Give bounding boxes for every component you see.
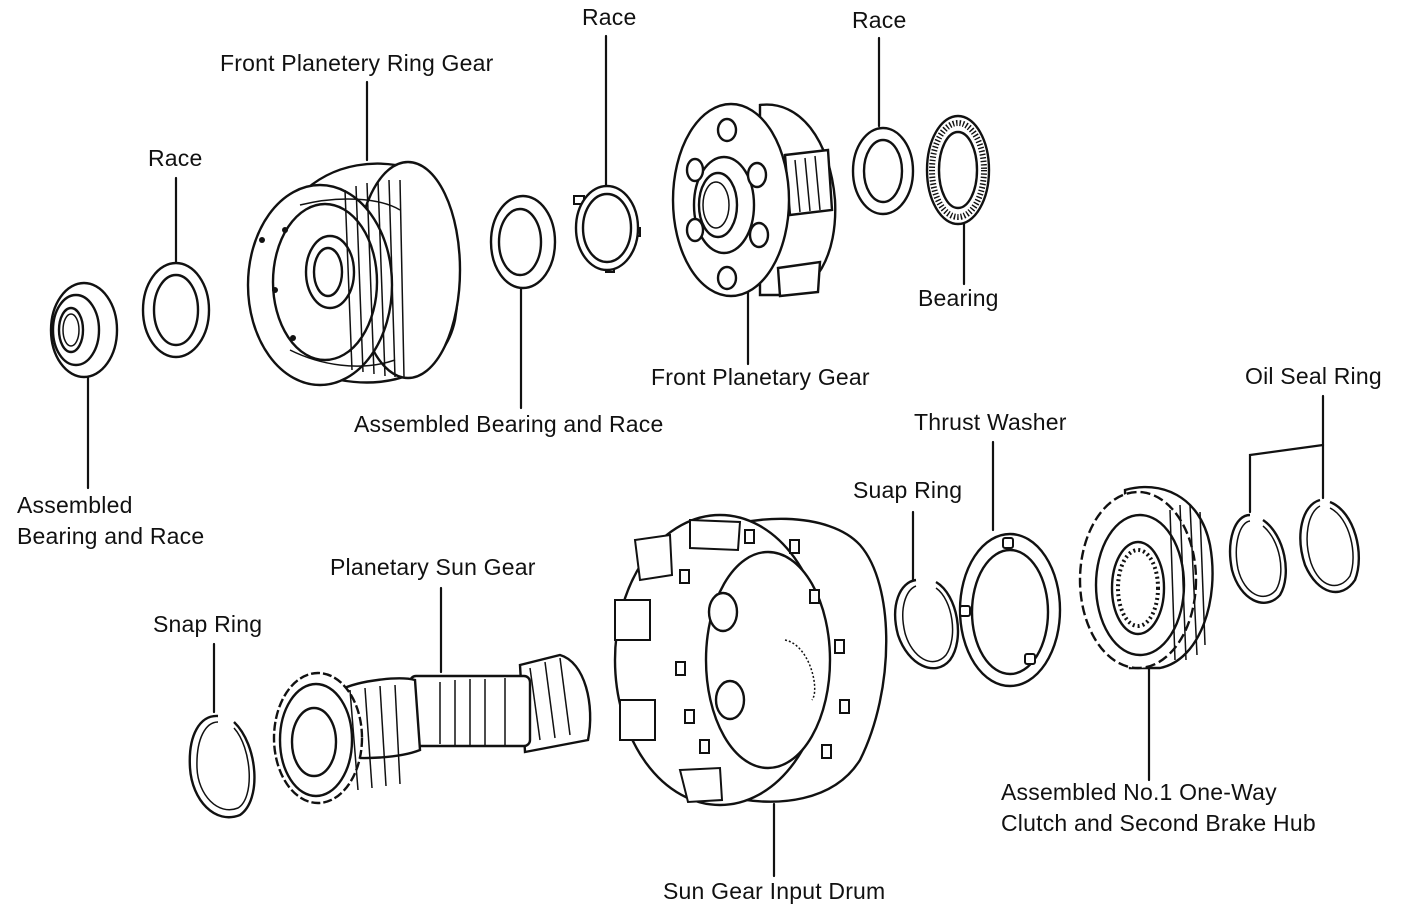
sun-gear-input-drum-part — [613, 513, 888, 807]
race-left-part — [141, 261, 211, 359]
race-top-right-part — [851, 126, 915, 216]
snap-ring-right-part — [894, 578, 960, 670]
label-planetary-sun-gear: Planetary Sun Gear — [330, 554, 536, 580]
race-top-center-part — [573, 184, 641, 273]
label-oil-seal-ring: Oil Seal Ring — [1245, 363, 1382, 389]
label-front-planetary-ring-gear: Front Planetery Ring Gear — [220, 50, 494, 76]
label-assembled-bearing-race-left-line1: Assembled — [17, 492, 133, 518]
planetary-sun-gear-part — [272, 653, 592, 805]
assembled-bearing-race-center-part — [489, 194, 557, 290]
label-front-planetary-gear: Front Planetary Gear — [651, 364, 870, 390]
label-race-top-center: Race — [582, 4, 637, 30]
label-assembled-bearing-race-center: Assembled Bearing and Race — [354, 411, 664, 437]
label-race-top-right: Race — [852, 7, 907, 33]
label-one-way-clutch-line1: Assembled No.1 One-Way — [1001, 779, 1277, 805]
bearing-part — [925, 114, 991, 226]
label-snap-ring-left: Snap Ring — [153, 611, 263, 637]
label-snap-ring-right: Suap Ring — [853, 477, 963, 503]
oil-seal-rings-part — [1228, 498, 1360, 604]
leader-lines — [86, 34, 1325, 878]
snap-ring-left-part — [188, 714, 256, 819]
label-assembled-bearing-race-left-line2: Bearing and Race — [17, 523, 205, 549]
one-way-clutch-part — [1078, 485, 1214, 670]
label-one-way-clutch-line2: Clutch and Second Brake Hub — [1001, 810, 1316, 836]
label-race-left: Race — [148, 145, 203, 171]
label-bearing: Bearing — [918, 285, 999, 311]
assembled-bearing-race-left-part — [49, 281, 119, 379]
label-thrust-washer: Thrust Washer — [914, 409, 1067, 435]
front-planetary-gear-part — [671, 102, 837, 298]
front-planetary-ring-gear-part — [246, 160, 462, 387]
label-sun-gear-input-drum: Sun Gear Input Drum — [663, 878, 886, 904]
thrust-washer-part — [958, 532, 1062, 688]
